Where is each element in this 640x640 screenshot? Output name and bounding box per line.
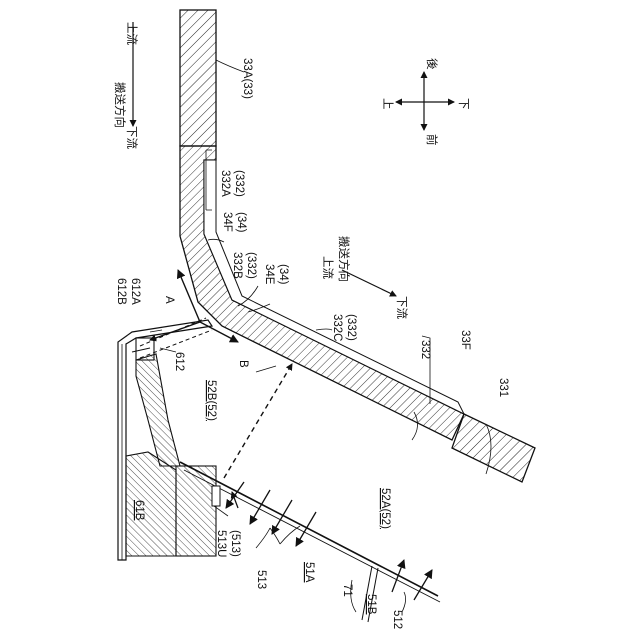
block-33a [180,10,216,146]
guide-33 [180,10,535,482]
dir-mid-downstream: 下流 [395,296,409,319]
label-612a: 612A [129,278,141,305]
label-b: B [237,360,249,368]
compass-down: 下 [457,98,469,110]
compass [396,72,454,130]
label-332a: 332A [219,170,231,197]
label-332c-p: (332) [345,314,357,341]
dir-mid-direction: 搬送方向 [337,236,351,282]
label-a: A [163,296,175,304]
label-612b: 612B [115,278,127,305]
dir-top-upstream: 上流 [125,22,139,45]
label-33a: 33A(33) [241,58,253,99]
label-51a: 51A [303,562,315,583]
block-52b-base [176,466,216,556]
block-331 [452,414,535,482]
label-332a-p: (332) [233,170,245,197]
label-61b: 61B [133,500,145,521]
label-332b-p: (332) [245,252,257,279]
label-332: 332 [419,340,431,359]
dir-top-direction: 搬送方向 [113,82,127,128]
label-34f: 34F [221,212,233,232]
label-34f-p: (34) [235,212,247,233]
label-612: 612 [173,352,185,371]
label-332c: 332C [331,314,343,342]
label-513u-p: (513) [229,530,241,557]
dir-top-downstream: 下流 [125,126,139,149]
label-71: 71 [341,584,353,597]
label-34e: 34E [263,264,275,285]
compass-up: 上 [381,98,394,110]
label-331: 331 [497,378,509,397]
label-332b: 332B [231,252,243,279]
label-513: 513 [255,570,267,589]
label-513u: 513U [215,530,227,558]
label-52a: 52A(52) [379,488,391,529]
rib-513u [212,486,220,506]
label-52b: 52B(52) [205,380,217,421]
compass-front: 前 [425,134,439,146]
body-52b [126,354,216,556]
dir-mid-upstream: 上流 [321,256,335,279]
label-33f: 33F [459,330,471,350]
compass-back: 後 [425,58,439,70]
label-34e-p: (34) [277,264,289,285]
label-512: 512 [391,610,403,629]
direction-arrow-mid [342,270,396,296]
label-51b: 51B [365,594,377,615]
